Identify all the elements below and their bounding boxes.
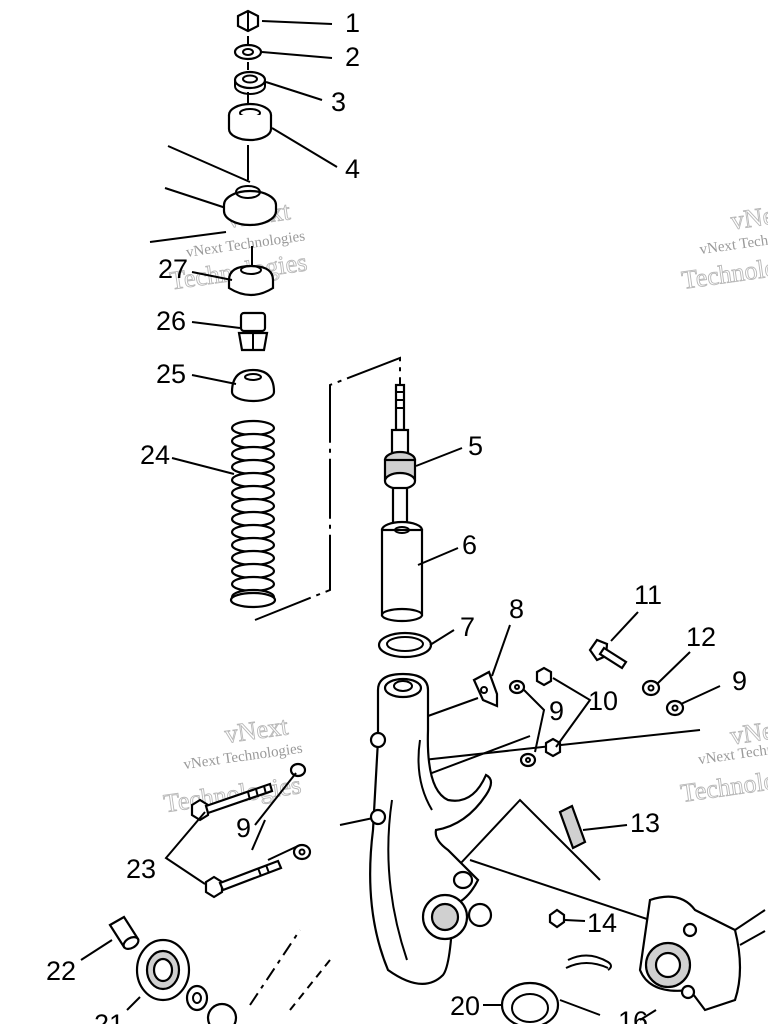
callout-8: 8 <box>509 594 524 624</box>
part-washer <box>665 699 685 717</box>
callout-12: 12 <box>686 622 716 652</box>
callout-25: 25 <box>156 359 186 389</box>
callout-9-center: 9 <box>549 696 564 726</box>
part-seal-ring <box>500 981 560 1024</box>
watermark-group-right-top: vNext vNext Technologies Technologies <box>679 197 768 295</box>
part-seal <box>206 1002 238 1024</box>
watermark-text: Technologies <box>162 770 303 818</box>
callout-labels: 1 2 3 4 5 6 7 8 9 9 9 10 11 12 13 14 16 … <box>46 8 747 1024</box>
part-bearing <box>135 938 191 1002</box>
callout-27: 27 <box>158 254 188 284</box>
part-shock-absorber <box>380 383 424 623</box>
callout-24: 24 <box>140 440 170 470</box>
callout-7: 7 <box>460 612 475 642</box>
callout-4: 4 <box>345 154 360 184</box>
part-bump-stop-cap <box>227 264 275 297</box>
part-washer <box>292 843 312 861</box>
callout-1: 1 <box>345 8 360 38</box>
part-bolt <box>588 638 628 670</box>
part-mount-cup <box>227 102 273 142</box>
part-flange-nut <box>236 9 260 33</box>
callout-5: 5 <box>468 431 483 461</box>
callout-23: 23 <box>126 854 156 884</box>
part-o-ring <box>377 631 433 659</box>
callout-10: 10 <box>588 686 618 716</box>
part-spring-retainer <box>230 368 276 403</box>
callout-9-left: 9 <box>236 813 251 843</box>
part-bushing <box>233 70 267 95</box>
part-wedge <box>558 804 587 850</box>
part-washer <box>289 762 307 778</box>
part-washer <box>641 679 661 697</box>
part-bracket <box>472 670 499 708</box>
part-spacer <box>185 984 209 1012</box>
part-washer <box>519 752 537 768</box>
watermark-text: vNext <box>729 198 768 236</box>
part-lock-nut <box>535 666 553 687</box>
callout-11: 11 <box>634 580 662 610</box>
part-sleeve <box>108 915 140 950</box>
part-jounce-bumper <box>237 311 269 352</box>
callout-6: 6 <box>462 530 477 560</box>
watermark-text: Technologies <box>679 760 768 808</box>
callout-22: 22 <box>46 956 76 986</box>
callout-2: 2 <box>345 42 360 72</box>
part-coil-spring <box>229 419 277 609</box>
part-lock-nut <box>544 737 562 758</box>
callout-16: 16 <box>618 1006 648 1024</box>
callout-13: 13 <box>630 808 660 838</box>
leader-lines <box>80 20 721 1021</box>
part-bolt <box>204 859 283 899</box>
callout-9-right: 9 <box>732 666 747 696</box>
part-upper-spring-seat <box>222 185 278 227</box>
callout-21: 21 <box>94 1009 124 1024</box>
part-washer <box>508 679 526 695</box>
part-bolt <box>190 782 274 822</box>
part-strut-housing-knuckle <box>369 672 493 985</box>
callout-3: 3 <box>331 87 346 117</box>
watermark-group-right-mid: vNext vNext Technologies Technologies <box>678 712 768 808</box>
callout-20: 20 <box>450 991 480 1021</box>
part-washer <box>233 43 263 61</box>
part-sensor-screw <box>548 908 612 971</box>
callout-26: 26 <box>156 306 186 336</box>
callout-14: 14 <box>587 908 617 938</box>
part-brake-caliper <box>638 895 766 1012</box>
spring-coil-turn <box>229 591 277 609</box>
